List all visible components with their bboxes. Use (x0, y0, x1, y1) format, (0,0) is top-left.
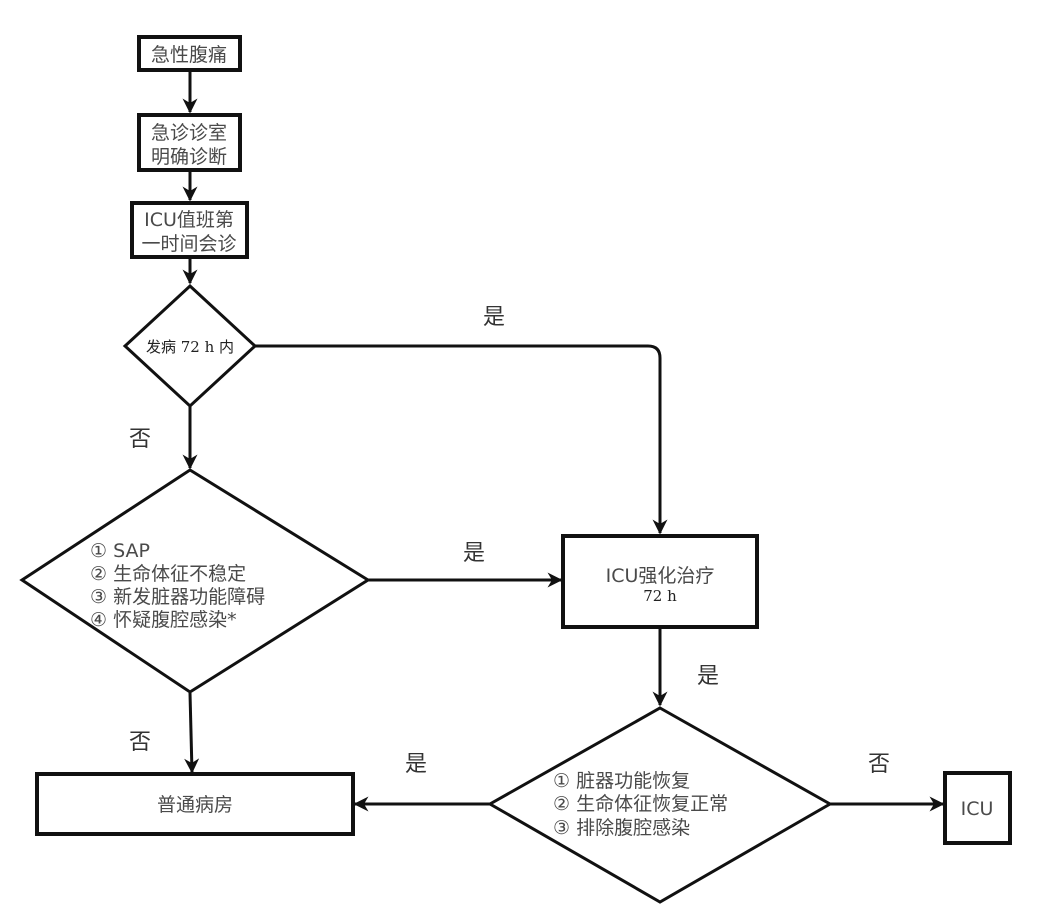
edge-label-treatment-yes: 是 (697, 664, 719, 689)
edge-label-recovery-yes: 是 (405, 752, 427, 777)
decision-criteria: ① SAP ② 生命体征不稳定 ③ 新发脏器功能障碍 ④ 怀疑腹腔感染* (19, 468, 371, 694)
node-icu-consult: ICU值班第 一时间会诊 (130, 201, 249, 259)
decision-within-72h: 发病 72 h 内 (122, 283, 258, 409)
decision-within-72h-label: 发病 72 h 内 (146, 338, 234, 356)
node-icu-consult-line1: ICU值班第 (144, 209, 234, 231)
node-er-diagnosis: 急诊诊室 明确诊断 (137, 113, 242, 172)
node-er-diagnosis-line1: 急诊诊室 (151, 122, 227, 144)
edges (182, 71, 945, 812)
recovery-item-3: ③ 排除腹腔感染 (553, 817, 690, 839)
node-er-diagnosis-line2: 明确诊断 (151, 146, 227, 168)
edge-label-72h-no: 否 (129, 427, 151, 452)
criteria-item-1: ① SAP (90, 540, 150, 562)
criteria-item-4: ④ 怀疑腹腔感染* (90, 609, 237, 631)
node-icu-consult-line2: 一时间会诊 (141, 233, 236, 255)
node-icu-treatment-label: ICU强化治疗 (606, 565, 715, 587)
decision-recovery: ① 脏器功能恢复 ② 生命体征恢复正常 ③ 排除腹腔感染 (486, 706, 834, 904)
node-icu: ICU (943, 771, 1012, 845)
edge-criteria-no-to-ward (184, 692, 200, 774)
criteria-item-2: ② 生命体征不稳定 (90, 563, 246, 585)
edge-label-criteria-yes: 是 (463, 541, 485, 566)
recovery-item-1: ① 脏器功能恢复 (553, 770, 690, 792)
node-icu-treatment: ICU强化治疗 72 h (561, 534, 759, 629)
edge-label-recovery-no: 否 (868, 752, 890, 777)
criteria-item-3: ③ 新发脏器功能障碍 (90, 586, 265, 608)
edge-72h-yes-to-icu-treatment (255, 344, 668, 535)
node-general-ward: 普通病房 (35, 772, 355, 836)
node-icu-label: ICU (961, 798, 994, 820)
edge-label-criteria-no: 否 (129, 730, 151, 755)
node-icu-treatment-duration: 72 h (643, 587, 677, 605)
node-general-ward-label: 普通病房 (157, 794, 233, 816)
recovery-item-2: ② 生命体征恢复正常 (553, 793, 728, 815)
edge-label-72h-yes: 是 (483, 305, 505, 330)
node-acute-abdominal-pain-label: 急性腹痛 (151, 44, 227, 66)
node-acute-abdominal-pain: 急性腹痛 (137, 35, 242, 72)
